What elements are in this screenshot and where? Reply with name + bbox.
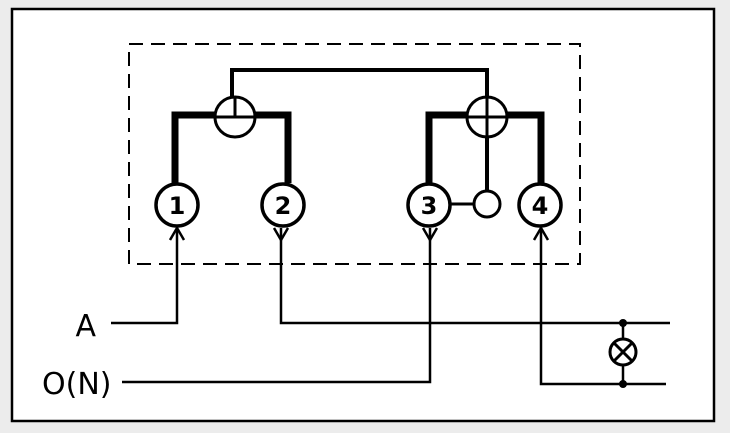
- terminal-2-number: 2: [275, 192, 292, 220]
- arrow-terminal-3: [421, 227, 439, 243]
- voltage-tap-node: [472, 189, 502, 219]
- terminal-2: 2: [260, 182, 306, 228]
- terminal-4: 4: [517, 182, 563, 228]
- meter-boundary: [128, 43, 581, 265]
- phase-label: A: [75, 309, 96, 344]
- arrow-terminal-2: [272, 227, 290, 243]
- junction-dot-bottom: [619, 380, 627, 388]
- terminal-arrows: [168, 225, 550, 243]
- terminal-1: 1: [154, 182, 200, 228]
- terminal-1-number: 1: [169, 192, 186, 220]
- coil-symbol-left: [213, 95, 257, 139]
- arrow-terminal-4: [532, 225, 550, 241]
- terminal-3: 3: [406, 182, 452, 228]
- junction-dot-top: [619, 319, 627, 327]
- lamp-icon: [608, 337, 638, 367]
- coil-symbol-right: [465, 95, 509, 139]
- terminal-4-number: 4: [532, 192, 549, 220]
- arrow-terminal-1: [168, 225, 186, 241]
- terminal-3-number: 3: [421, 192, 438, 220]
- neutral-label: O(N): [42, 367, 111, 402]
